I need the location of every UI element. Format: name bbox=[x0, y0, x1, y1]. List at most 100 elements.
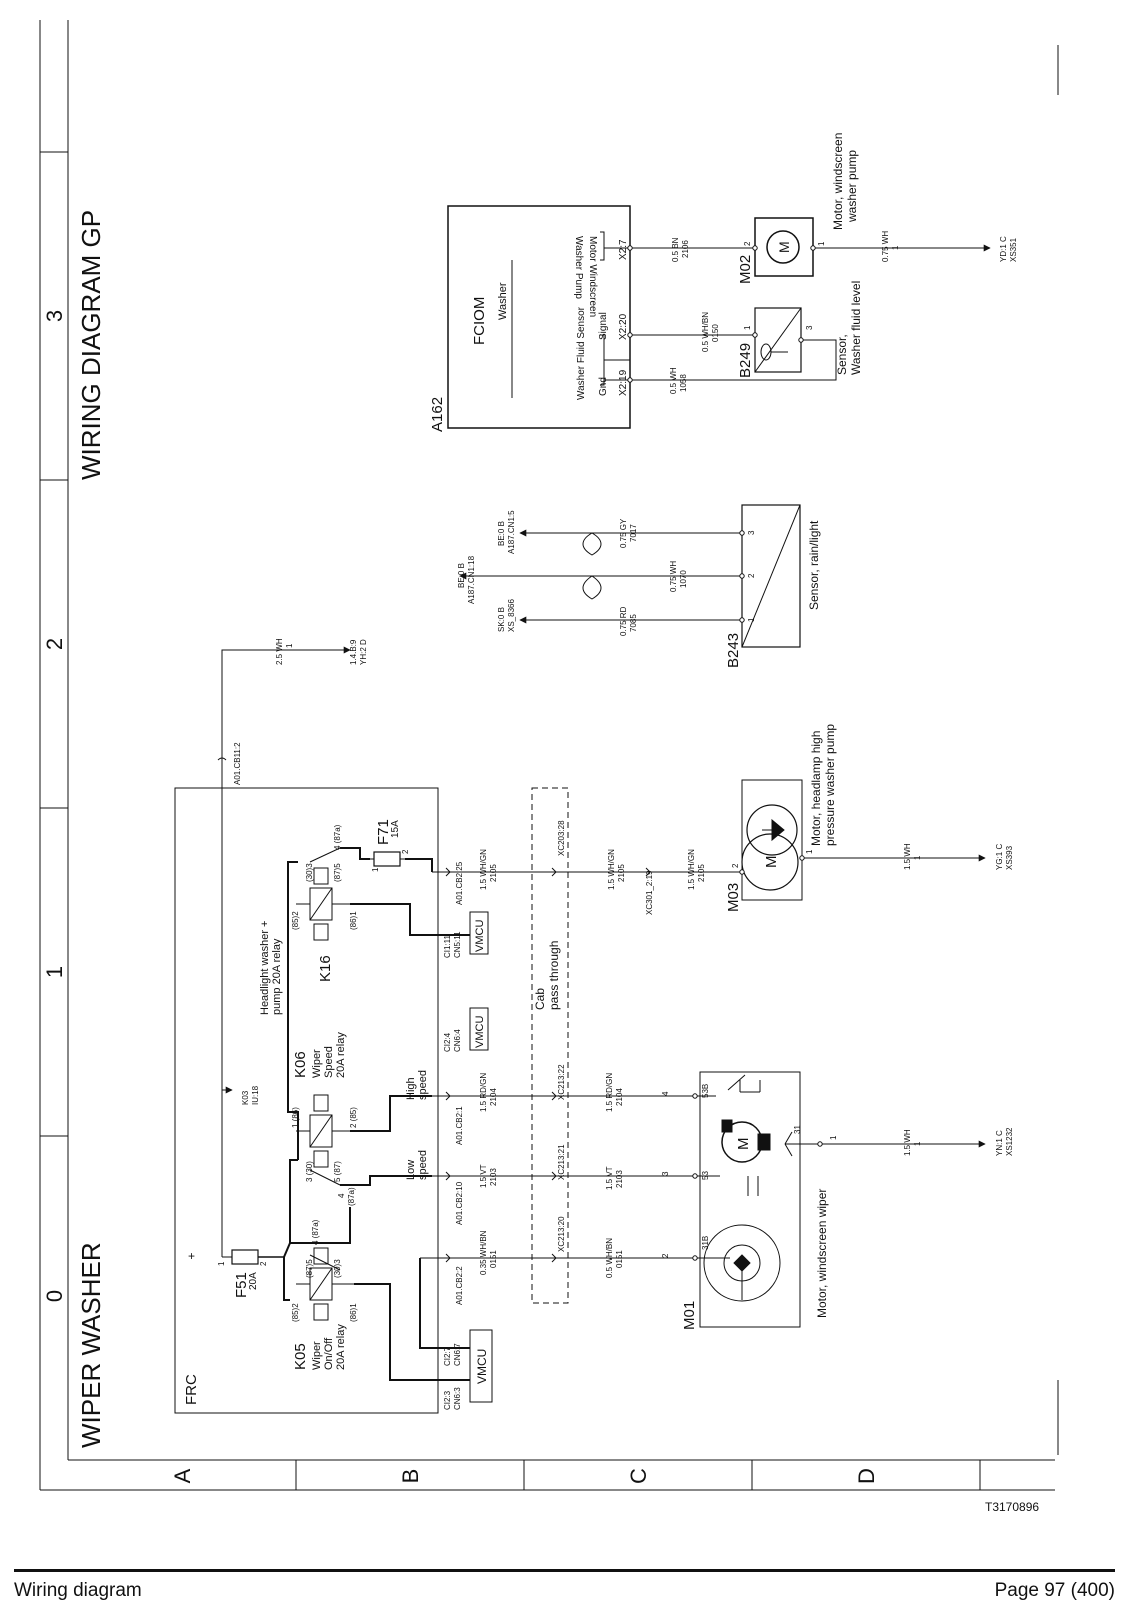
bside-d2: YH:2 D bbox=[359, 639, 368, 665]
relay-k16 bbox=[296, 847, 350, 941]
wfrc1-n: 0151 bbox=[489, 1250, 498, 1268]
k06-pin85: 2 (85) bbox=[349, 1107, 358, 1128]
wfrc2-n: 2103 bbox=[489, 1168, 498, 1186]
f71-pin2: 2 bbox=[401, 849, 410, 854]
f51-rating: 20A bbox=[248, 1272, 259, 1290]
bside-wire: 2.5 WH bbox=[275, 638, 284, 665]
diagram-title-right: WIRING DIAGRAM GP bbox=[76, 210, 106, 480]
m01-desc: Motor, windscreen wiper bbox=[815, 1189, 829, 1318]
m02-w1-g: 0.5 BN bbox=[671, 237, 680, 262]
b249-desc1: Sensor, bbox=[835, 334, 849, 375]
k05-pin87a: 4 (87a) bbox=[311, 1219, 320, 1245]
motor-m01-labels: M01 Motor, windscreen wiper 2 3 4 31B 53… bbox=[661, 1084, 1014, 1330]
vmcu1-c2: CN6:3 bbox=[453, 1387, 462, 1410]
wfrc1-g: 0.35 WH/BN bbox=[479, 1230, 488, 1275]
b243-w2-d2: A187.CN1:18 bbox=[467, 555, 476, 604]
m02-gnd-d1: YD:1 C bbox=[999, 236, 1008, 262]
vmcu2-c2: CN6:4 bbox=[453, 1029, 462, 1052]
k03-l2: IU:18 bbox=[251, 1085, 260, 1105]
k16-id: K16 bbox=[317, 955, 334, 982]
m01-pin3: 3 bbox=[661, 1171, 670, 1176]
sensor-b243-labels: B243 Sensor, rain/light 1 2 3 0.75 RD 70… bbox=[457, 510, 821, 668]
motor-m03 bbox=[720, 779, 986, 901]
relay-k16-labels: K16 Headlight washer + pump 20A relay (8… bbox=[259, 824, 358, 1015]
conn-cb21: A01.CB2:1 bbox=[455, 1106, 464, 1145]
footer-section-title: Wiring diagram bbox=[14, 1580, 142, 1601]
m02-gnd-wire: 0.75 WH bbox=[881, 231, 890, 262]
a162-title: FCIOM bbox=[471, 297, 488, 345]
k05-desc1: Wiper bbox=[311, 1341, 323, 1370]
vmcu-wiring bbox=[419, 934, 470, 1381]
terminals bbox=[627, 245, 823, 1261]
b249-pin1: 1 bbox=[743, 325, 752, 330]
motor-m01 bbox=[695, 1071, 986, 1328]
a162-pump1: Motor Windscreen bbox=[587, 236, 598, 317]
grid-row-b: B bbox=[398, 1469, 423, 1484]
vmcu1-c3: CI2:7 bbox=[443, 1346, 452, 1366]
b243-w3-d2: A187.CN1:5 bbox=[507, 510, 516, 554]
sensor-b249-labels: B249 Sensor, Washer fluid level 1 3 0.5 … bbox=[669, 281, 863, 394]
k03-l1: K03 bbox=[241, 1090, 250, 1105]
grid-row-d: D bbox=[854, 1468, 879, 1484]
k05-desc3: 20A relay bbox=[335, 1324, 347, 1370]
vmcu2-label: VMCU bbox=[474, 1016, 486, 1048]
grid-row-a: A bbox=[170, 1468, 195, 1483]
k06-high1: High bbox=[405, 1077, 417, 1100]
k05-desc2: On/Off bbox=[323, 1337, 335, 1370]
vmcu3-c1: CI1:11 bbox=[443, 934, 452, 958]
a162-x27: X2:7 bbox=[618, 239, 629, 260]
grid-column-labels: 0 1 2 3 bbox=[42, 310, 67, 1302]
grid-col-3: 3 bbox=[42, 310, 67, 322]
wcab2-g: 1.5 VT bbox=[605, 1166, 614, 1190]
a162-pump2: Washer Pump bbox=[573, 236, 584, 299]
b243-w1-d1: SK:0 B bbox=[497, 607, 506, 632]
k06-pin87: 5 (87) bbox=[333, 1161, 342, 1182]
m01-gnd-pin: 1 bbox=[829, 1135, 838, 1140]
b243-w3-n: 7017 bbox=[629, 524, 638, 542]
k06-pin30: 3 (30) bbox=[305, 1161, 314, 1182]
b243-w3-g: 0.75 GY bbox=[619, 518, 628, 548]
b249-id: B249 bbox=[737, 343, 754, 378]
cab-c4: XC203:28 bbox=[557, 820, 566, 856]
m02-desc1: Motor, windscreen bbox=[831, 133, 845, 230]
wcab5-n: 2105 bbox=[697, 864, 706, 882]
wcab2-n: 2103 bbox=[615, 1170, 624, 1188]
wfrc3-n: 2104 bbox=[489, 1088, 498, 1106]
m01-motor: M bbox=[735, 1138, 752, 1151]
cab-c1: XC213:20 bbox=[557, 1216, 566, 1252]
frc-wire-labels: 0.35 WH/BN 0151 1.5 VT 2103 1.5 RD/GN 21… bbox=[479, 849, 498, 1275]
a162-gnd: Gnd bbox=[598, 377, 609, 396]
k05-pin86: (86)1 bbox=[349, 1303, 358, 1322]
b243-pin3: 3 bbox=[747, 530, 756, 535]
motor-m03-labels: M03 Motor, headlamp high pressure washer… bbox=[725, 724, 1014, 912]
frc-label: FRC bbox=[183, 1374, 200, 1405]
a162-sensor: Washer Fluid Sensor bbox=[576, 306, 587, 400]
k05-pin85: (85)2 bbox=[291, 1303, 300, 1322]
frc-connector-labels: A01.CB2:2 A01.CB2:10 A01.CB2:1 A01.CB2:2… bbox=[455, 861, 464, 1305]
m03-gnd-wire: 1.5 WH bbox=[903, 843, 912, 870]
fuse-f51-labels: F51 20A 1 2 + bbox=[188, 1249, 268, 1298]
frc-internal-wiring bbox=[283, 847, 433, 1381]
wcab4-g: 1.5 WH/GN bbox=[607, 849, 616, 890]
b243-w2-g: 0.75 WH bbox=[669, 561, 678, 592]
m02-desc2: washer pump bbox=[845, 150, 859, 223]
vmcu3-c2: CN5:11 bbox=[453, 931, 462, 958]
m03-motor: M bbox=[763, 856, 780, 869]
m01-id: M01 bbox=[681, 1301, 698, 1330]
k16-pin85: (85)2 bbox=[291, 911, 300, 930]
f51-id: F51 bbox=[233, 1272, 250, 1298]
vmcu1-c4: CN6:7 bbox=[453, 1343, 462, 1366]
b243-w3-d1: BE:0 B bbox=[497, 521, 506, 546]
frame bbox=[39, 20, 1059, 1491]
k16-pin87: (87)5 bbox=[333, 863, 342, 882]
wcab1-g: 0.5 WH/BN bbox=[605, 1238, 614, 1278]
wfrc2-g: 1.5 VT bbox=[479, 1164, 488, 1188]
k16-pin87a: 4 (87a) bbox=[333, 824, 342, 850]
k06-desc1: Wiper bbox=[311, 1049, 323, 1078]
a01cb11-label: A01.CB11:2 bbox=[233, 742, 242, 785]
b249-pin3: 3 bbox=[805, 325, 814, 330]
m03-gnd-num: 1 bbox=[913, 855, 922, 860]
wcab5-g: 1.5 WH/GN bbox=[687, 849, 696, 890]
document-id: T3170896 bbox=[985, 1500, 1040, 1514]
wcab3-n: 2104 bbox=[615, 1088, 624, 1106]
